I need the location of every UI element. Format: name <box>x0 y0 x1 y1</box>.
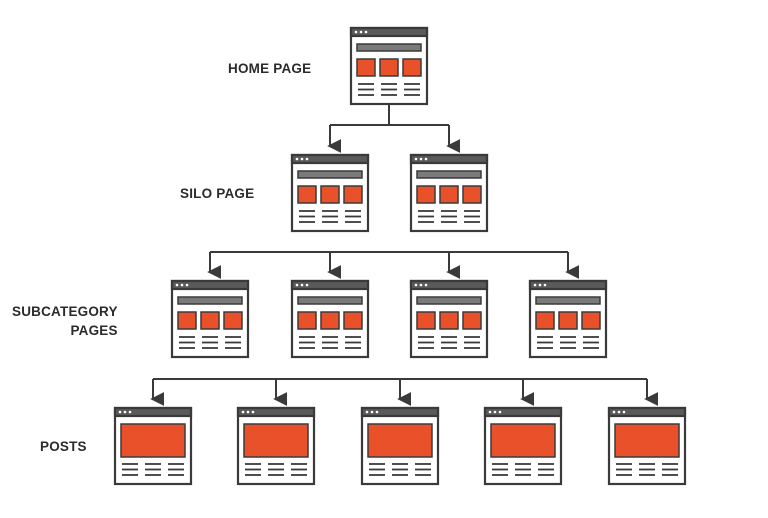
posts-post-icon-4 <box>483 406 563 486</box>
subcategory-pages-label: SUBCATEGORY PAGES <box>12 304 118 338</box>
sub-page-icon-4 <box>528 279 608 359</box>
posts-post-icon-5 <box>607 406 687 486</box>
posts-post-icon-1 <box>113 406 193 486</box>
connector-lines <box>150 104 659 406</box>
posts-label: POSTS <box>40 439 87 454</box>
silo-page-icon-1 <box>290 153 370 233</box>
silo-page-label: SILO PAGE <box>180 186 255 201</box>
sub-page-icon-3 <box>409 279 489 359</box>
posts-post-icon-2 <box>236 406 316 486</box>
home-page-label: HOME PAGE <box>228 61 312 76</box>
page-nodes <box>113 26 687 486</box>
silo-page-icon-2 <box>409 153 489 233</box>
sub-page-icon-1 <box>170 279 250 359</box>
sub-page-icon-2 <box>290 279 370 359</box>
posts-post-icon-3 <box>360 406 440 486</box>
home-page-icon-1 <box>349 26 429 106</box>
